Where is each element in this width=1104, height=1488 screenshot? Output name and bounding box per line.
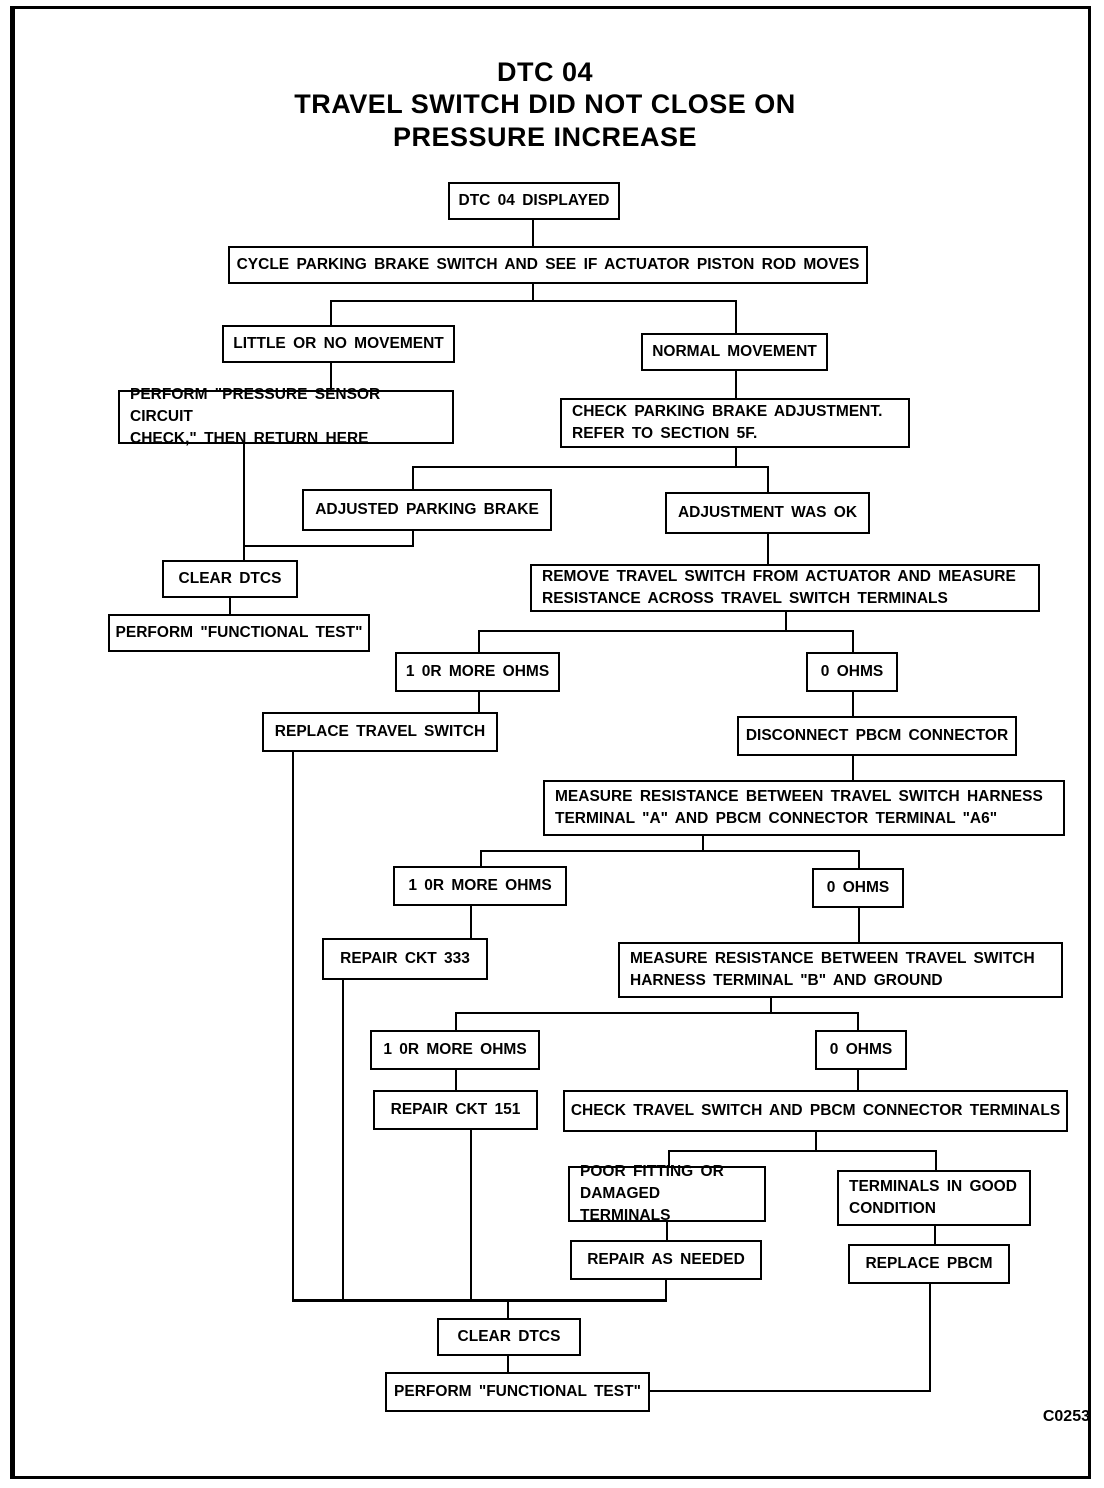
connector-line xyxy=(412,531,414,547)
connector-line xyxy=(735,371,737,398)
node-replace-travel-switch: REPLACE TRAVEL SWITCH xyxy=(262,712,498,752)
node-measure-terminal-a-a6: MEASURE RESISTANCE BETWEEN TRAVEL SWITCH… xyxy=(543,780,1065,836)
connector-merge-bar xyxy=(292,1299,667,1302)
node-clear-dtcs-1: CLEAR DTCS xyxy=(162,560,298,598)
connector-line xyxy=(330,300,737,302)
connector-line xyxy=(478,692,480,712)
connector-line xyxy=(480,850,482,866)
node-0-ohms-2: 0 OHMS xyxy=(812,868,904,908)
connector-line xyxy=(243,545,414,547)
connector-line xyxy=(770,998,772,1012)
node-perform-functional-test-1: PERFORM "FUNCTIONAL TEST" xyxy=(108,614,370,652)
node-0-ohms-1: 0 OHMS xyxy=(806,652,898,692)
node-1-or-more-ohms-1: 1 0R MORE OHMS xyxy=(395,652,560,692)
connector-line xyxy=(455,1012,457,1030)
connector-line xyxy=(767,534,769,564)
connector-line xyxy=(229,598,231,614)
connector-line xyxy=(666,1222,668,1240)
node-terminals-good-condition: TERMINALS IN GOOD CONDITION xyxy=(837,1170,1031,1226)
connector-line xyxy=(852,692,854,716)
node-perform-functional-test-2: PERFORM "FUNCTIONAL TEST" xyxy=(385,1372,650,1412)
node-dtc04-displayed: DTC 04 DISPLAYED xyxy=(448,182,620,220)
node-replace-pbcm: REPLACE PBCM xyxy=(848,1244,1010,1284)
connector-line xyxy=(665,1280,667,1302)
node-1-or-more-ohms-2: 1 0R MORE OHMS xyxy=(393,866,567,906)
connector-line xyxy=(412,466,769,468)
connector-line xyxy=(330,363,332,390)
connector-line xyxy=(507,1302,509,1318)
connector-line xyxy=(342,980,344,1302)
connector-line xyxy=(412,466,414,489)
connector-line xyxy=(735,300,737,333)
node-cycle-parking-brake-switch: CYCLE PARKING BRAKE SWITCH AND SEE IF AC… xyxy=(228,246,868,284)
connector-line xyxy=(455,1070,457,1090)
connector-line xyxy=(815,1132,817,1150)
connector-line xyxy=(470,1130,472,1302)
connector-line xyxy=(478,630,480,652)
node-poor-fitting-damaged-terminals: POOR FITTING OR DAMAGED TERMINALS xyxy=(568,1163,766,1224)
node-adjustment-was-ok: ADJUSTMENT WAS OK xyxy=(665,492,870,534)
connector-line xyxy=(650,1390,931,1392)
connector-line xyxy=(470,906,472,938)
connector-line xyxy=(857,1012,859,1030)
figure-code: C0253 xyxy=(1042,1408,1090,1425)
connector-line xyxy=(785,612,787,630)
node-adjusted-parking-brake: ADJUSTED PARKING BRAKE xyxy=(302,489,552,531)
connector-line xyxy=(480,850,860,852)
node-disconnect-pbcm-connector: DISCONNECT PBCM CONNECTOR xyxy=(737,716,1017,756)
connector-line xyxy=(292,752,294,1302)
connector-line xyxy=(478,630,854,632)
connector-line xyxy=(735,448,737,466)
node-check-parking-brake-adjustment: CHECK PARKING BRAKE ADJUSTMENT. REFER TO… xyxy=(560,398,910,448)
connector-line xyxy=(532,220,534,248)
connector-line xyxy=(507,1356,509,1372)
connector-line xyxy=(702,836,704,852)
connector-line xyxy=(243,444,245,560)
node-remove-travel-switch-measure: REMOVE TRAVEL SWITCH FROM ACTUATOR AND M… xyxy=(530,564,1040,612)
connector-line xyxy=(668,1150,670,1166)
connector-line xyxy=(668,1150,937,1152)
node-1-or-more-ohms-3: 1 0R MORE OHMS xyxy=(370,1030,540,1070)
node-repair-ckt-333: REPAIR CKT 333 xyxy=(322,938,488,980)
connector-line xyxy=(934,1226,936,1244)
node-repair-ckt-151: REPAIR CKT 151 xyxy=(373,1090,538,1130)
node-measure-terminal-b-ground: MEASURE RESISTANCE BETWEEN TRAVEL SWITCH… xyxy=(618,942,1063,998)
node-little-or-no-movement: LITTLE OR NO MOVEMENT xyxy=(222,325,455,363)
connector-line xyxy=(852,756,854,780)
flowchart-title: DTC 04 TRAVEL SWITCH DID NOT CLOSE ON PR… xyxy=(294,57,796,152)
connector-line xyxy=(455,1012,859,1014)
connector-line xyxy=(858,850,860,868)
connector-line xyxy=(929,1284,931,1392)
node-clear-dtcs-2: CLEAR DTCS xyxy=(437,1318,581,1356)
node-normal-movement: NORMAL MOVEMENT xyxy=(641,333,828,371)
node-perform-pressure-sensor-check: PERFORM "PRESSURE SENSOR CIRCUIT CHECK,"… xyxy=(118,386,454,447)
connector-line xyxy=(532,284,534,300)
node-check-travel-switch-pbcm-terminals: CHECK TRAVEL SWITCH AND PBCM CONNECTOR T… xyxy=(563,1090,1068,1132)
connector-line xyxy=(857,1070,859,1090)
node-0-ohms-3: 0 OHMS xyxy=(815,1030,907,1070)
connector-line xyxy=(852,630,854,652)
node-repair-as-needed: REPAIR AS NEEDED xyxy=(570,1240,762,1280)
connector-line xyxy=(330,300,332,325)
connector-line xyxy=(767,466,769,492)
connector-line xyxy=(935,1150,937,1170)
connector-line xyxy=(858,908,860,942)
